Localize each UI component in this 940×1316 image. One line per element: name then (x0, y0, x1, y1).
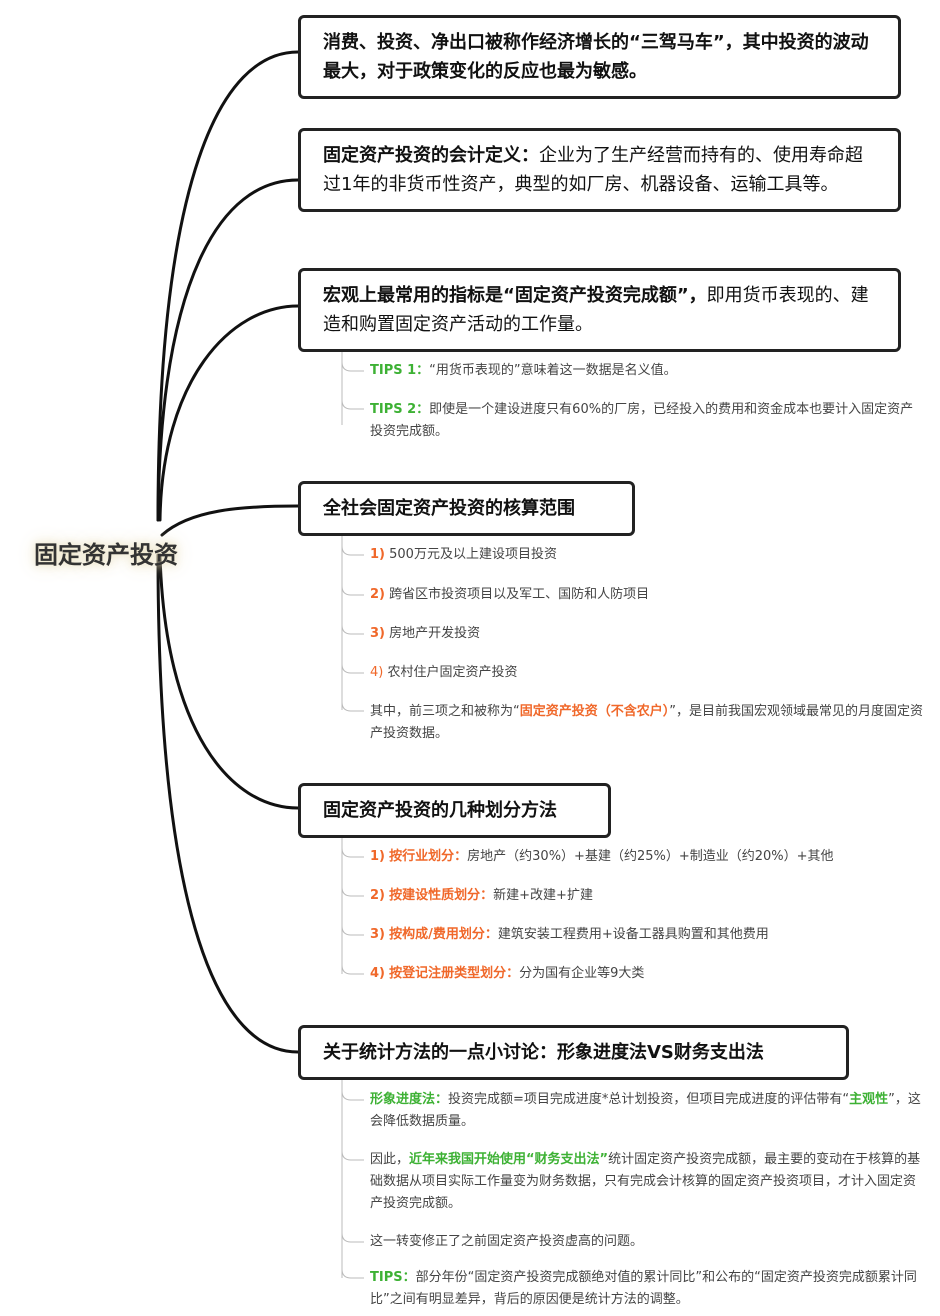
topic-accounting-definition-text: 企业为了生产经营而持有的、使用寿命超过1年的非货币性资产，典型的如厂房、机器设备… (323, 145, 863, 195)
branch-line-2 (156, 178, 300, 522)
topic-classification-methods[interactable]: 固定资产投资的几种划分方法 (298, 783, 611, 838)
topic-three-drivers[interactable]: 消费、投资、净出口被称作经济增长的“三驾马车”，其中投资的波动最大，对于政策变化… (298, 15, 901, 99)
topic-macro-indicator-text: 即用货币表现的、建造和购置固定资产活动的工作量。 (323, 285, 869, 335)
discussion-item-2[interactable]: 因此，近年来我国开始使用“财务支出法”统计固定资产投资完成额，最主要的变动在于核… (370, 1149, 926, 1215)
discussion-text: 部分年份“固定资产投资完成额绝对值的累计同比”和公布的“固定资产投资完成额累计同… (370, 1270, 917, 1307)
branch-line-5 (158, 553, 300, 810)
discussion-text: 因此， (370, 1152, 410, 1167)
topic-classification-methods-text: 固定资产投资的几种划分方法 (323, 800, 557, 821)
method-text: 建筑安装工程费用+设备工器具购置和其他费用 (497, 927, 769, 942)
method-item-2[interactable]: 2) 按建设性质划分：新建+改建+扩建 (370, 885, 926, 907)
discussion-highlight: 主观性 (849, 1092, 889, 1107)
branch-line-6 (156, 553, 300, 1054)
topic-statistical-methods-text: 关于统计方法的一点小讨论：形象进度法VS财务支出法 (323, 1042, 764, 1063)
scope-item-1[interactable]: 1) 500万元及以上建设项目投资 (370, 544, 926, 566)
item-text: 500万元及以上建设项目投资 (389, 547, 557, 562)
item-number: 4) (370, 665, 384, 680)
tip-item-1[interactable]: TIPS 1：“用货币表现的”意味着这一数据是名义值。 (370, 360, 926, 382)
discussion-label: TIPS： (370, 1270, 416, 1285)
leaf-lines-tips (341, 345, 364, 425)
item-number: 1) (370, 547, 385, 562)
tip-label: TIPS 2： (370, 402, 430, 417)
method-text: 新建+改建+扩建 (493, 888, 593, 903)
scope-note[interactable]: 其中，前三项之和被称为“固定资产投资（不含农户）”，是目前我国宏观领域最常见的月… (370, 701, 926, 745)
method-item-3[interactable]: 3) 按构成/费用划分：建筑安装工程费用+设备工器具购置和其他费用 (370, 924, 926, 946)
method-item-1[interactable]: 1) 按行业划分：房地产（约30%）+基建（约25%）+制造业（约20%）+其他 (370, 846, 926, 868)
scope-note-highlight: 固定资产投资（不含农户） (519, 704, 670, 719)
discussion-item-4[interactable]: TIPS：部分年份“固定资产投资完成额绝对值的累计同比”和公布的“固定资产投资完… (370, 1267, 926, 1311)
scope-note-after: ”，是目前我国宏观领域最常见的月度固定资产投资数据。 (370, 704, 924, 741)
item-number: 3) (370, 626, 385, 641)
leaf-lines-methods (341, 831, 364, 975)
item-number: 2) (370, 587, 385, 602)
item-number: 4) (370, 966, 385, 981)
method-text: 房地产（约30%）+基建（约25%）+制造业（约20%）+其他 (467, 849, 834, 864)
scope-item-4[interactable]: 4) 农村住户固定资产投资 (370, 662, 926, 684)
leaf-lines-discussion (341, 1075, 364, 1279)
scope-item-3[interactable]: 3) 房地产开发投资 (370, 623, 926, 645)
method-label: 按构成/费用划分： (389, 927, 498, 942)
topic-accounting-scope[interactable]: 全社会固定资产投资的核算范围 (298, 481, 635, 536)
topic-macro-indicator[interactable]: 宏观上最常用的指标是“固定资产投资完成额”，即用货币表现的、建造和购置固定资产活… (298, 268, 901, 352)
central-topic[interactable]: 固定资产投资 (34, 541, 178, 569)
discussion-text: ”，这会降低数据质量。 (370, 1092, 921, 1129)
discussion-text: 这一转变修正了之前固定资产投资虚高的问题。 (370, 1234, 644, 1249)
tip-text: “用货币表现的”意味着这一数据是名义值。 (429, 363, 677, 378)
discussion-item-3[interactable]: 这一转变修正了之前固定资产投资虚高的问题。 (370, 1231, 926, 1253)
leaf-lines-scope (341, 532, 364, 712)
item-number: 3) (370, 927, 385, 942)
scope-note-before: 其中，前三项之和被称为“ (370, 704, 520, 719)
tip-label: TIPS 1： (370, 363, 430, 378)
item-number: 2) (370, 888, 385, 903)
branch-line-1 (156, 50, 300, 522)
branch-line-3 (158, 304, 300, 522)
discussion-text: 统计固定资产投资完成额，最主要的变动在于核算的基础数据从项目实际工作量变为财务数… (370, 1152, 921, 1211)
item-text: 房地产开发投资 (389, 626, 481, 641)
discussion-label: 形象进度法： (370, 1092, 449, 1107)
topic-accounting-definition-heading: 固定资产投资的会计定义： (323, 145, 539, 166)
topic-accounting-definition[interactable]: 固定资产投资的会计定义：企业为了生产经营而持有的、使用寿命超过1年的非货币性资产… (298, 128, 901, 212)
tip-text: 即使是一个建设进度只有60%的厂房，已经投入的费用和资金成本也要计入固定资产投资… (370, 402, 914, 439)
topic-three-drivers-text: 消费、投资、净出口被称作经济增长的“三驾马车”，其中投资的波动最大，对于政策变化… (323, 32, 869, 82)
discussion-highlight: 近年来我国开始使用“财务支出法” (409, 1152, 609, 1167)
topic-macro-indicator-heading: 宏观上最常用的指标是“固定资产投资完成额”， (323, 285, 707, 306)
topic-accounting-scope-text: 全社会固定资产投资的核算范围 (323, 498, 575, 519)
branch-line-4 (160, 504, 300, 537)
item-text: 跨省区市投资项目以及军工、国防和人防项目 (389, 587, 650, 602)
item-text: 农村住户固定资产投资 (387, 665, 518, 680)
topic-statistical-methods[interactable]: 关于统计方法的一点小讨论：形象进度法VS财务支出法 (298, 1025, 849, 1080)
scope-item-2[interactable]: 2) 跨省区市投资项目以及军工、国防和人防项目 (370, 584, 926, 606)
method-label: 按登记注册类型划分： (389, 966, 520, 981)
tip-item-2[interactable]: TIPS 2：即使是一个建设进度只有60%的厂房，已经投入的费用和资金成本也要计… (370, 399, 926, 443)
item-number: 1) (370, 849, 385, 864)
discussion-item-1[interactable]: 形象进度法：投资完成额=项目完成进度*总计划投资，但项目完成进度的评估带有“主观… (370, 1089, 926, 1133)
method-label: 按行业划分： (389, 849, 468, 864)
method-label: 按建设性质划分： (389, 888, 494, 903)
method-text: 分为国有企业等9大类 (519, 966, 645, 981)
discussion-text: 投资完成额=项目完成进度*总计划投资，但项目完成进度的评估带有“ (448, 1092, 850, 1107)
method-item-4[interactable]: 4) 按登记注册类型划分：分为国有企业等9大类 (370, 963, 926, 985)
